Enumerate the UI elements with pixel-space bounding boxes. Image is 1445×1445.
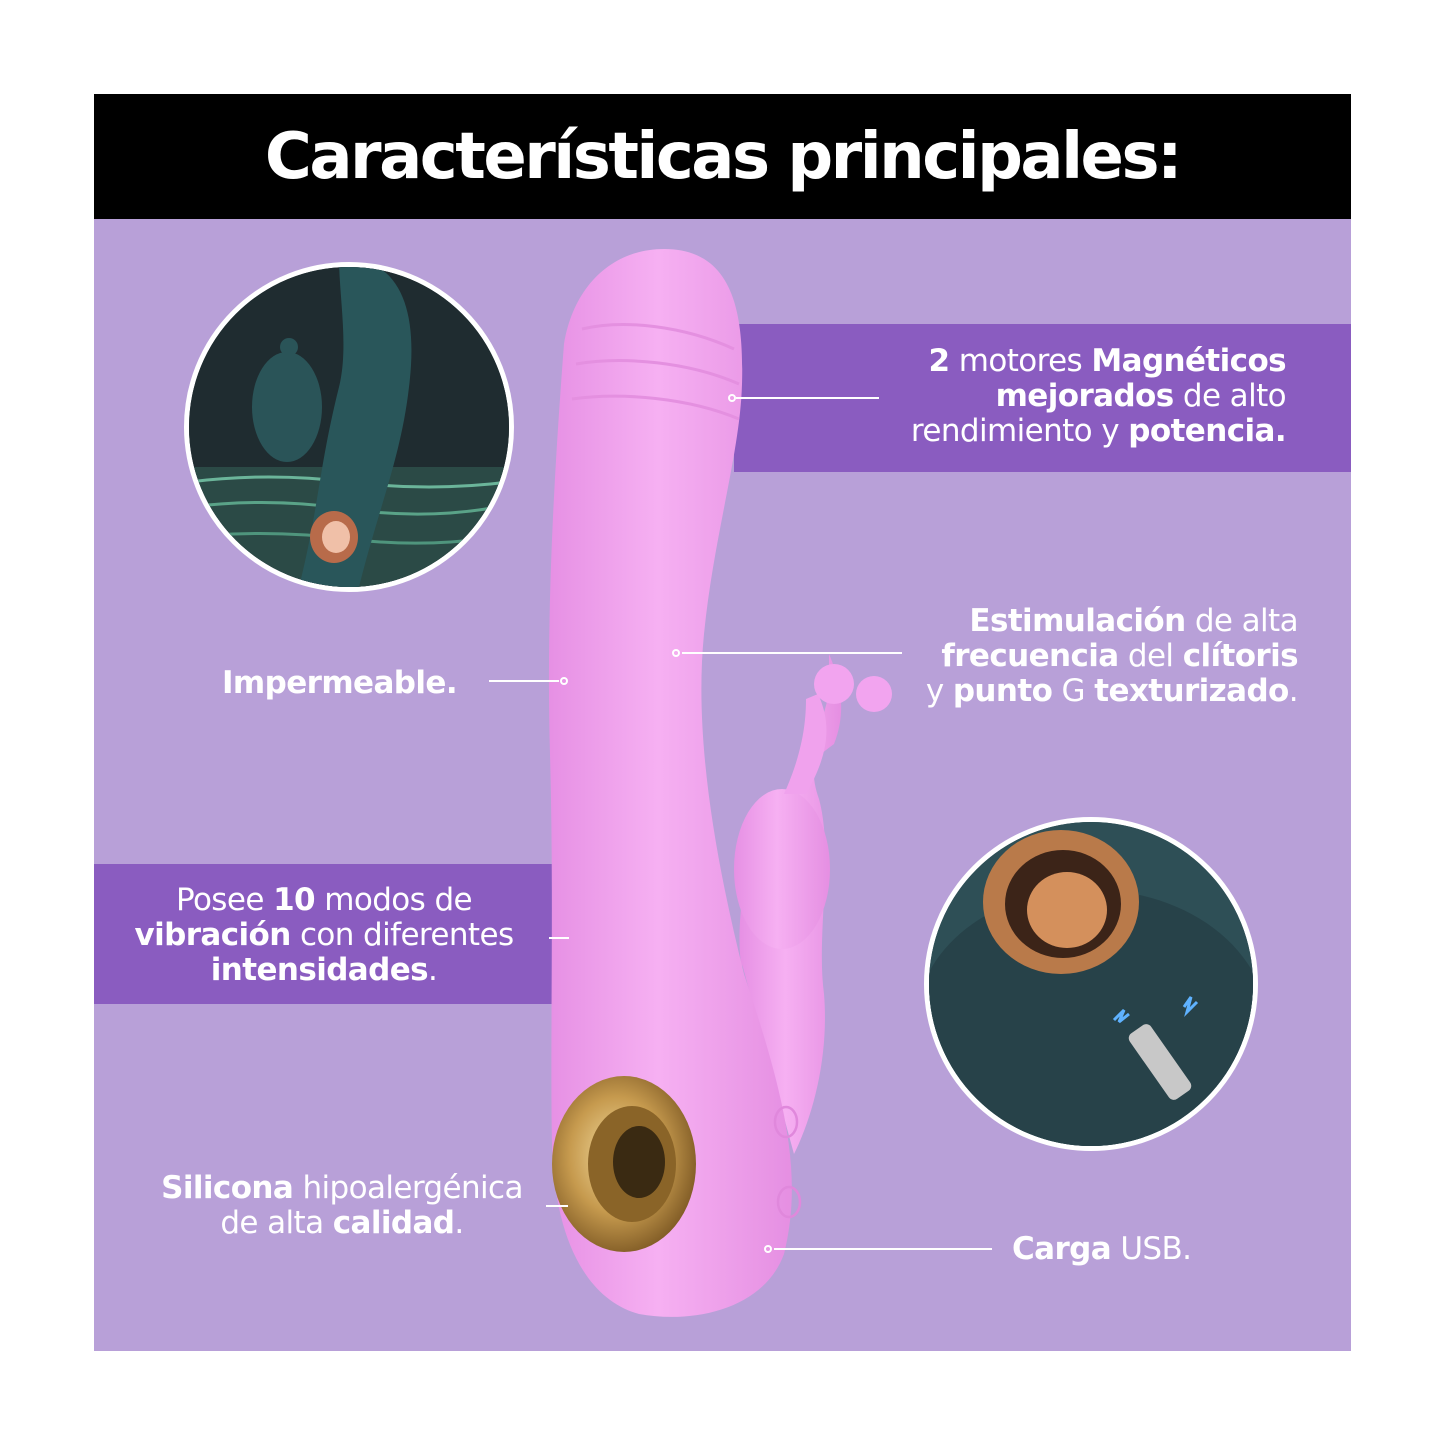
stim-textured: texturizado [1094, 673, 1289, 709]
motors-text: motores [949, 343, 1092, 379]
shaft-ridge [571, 394, 740, 421]
usb-charging-icon [929, 822, 1253, 1146]
feature-motors: 2 motores Magnéticos mejorados de alto r… [804, 343, 1287, 449]
silicone-period: . [454, 1205, 464, 1241]
leader-dot-motors [728, 394, 736, 402]
features-panel: Características principales: [94, 94, 1351, 1351]
feature-silicone: Silicona hipoalergénica de alta calidad. [122, 1171, 562, 1241]
feature-waterproof: Impermeable. [222, 666, 482, 701]
leader-dot-waterproof [560, 677, 568, 685]
modes-with: con diferentes [290, 917, 514, 953]
motors-performance: rendimiento y [910, 413, 1129, 449]
feature-stimulation: Estimulación de alta frecuencia del clít… [814, 603, 1299, 709]
stim-high: de alta [1185, 603, 1299, 639]
waterproof-text: Impermeable. [222, 665, 458, 701]
shaft-ridge [575, 359, 740, 386]
stim-point: punto [952, 673, 1053, 709]
modes-has: Posee [175, 882, 274, 918]
feature-usb: Carga USB. [1012, 1232, 1272, 1267]
silicone-title: Silicona [161, 1170, 294, 1206]
feature-modes: Posee 10 modos de vibración con diferent… [104, 883, 544, 988]
leader-line-usb [774, 1248, 992, 1250]
highlight-band-left [94, 864, 564, 1004]
motors-power: potencia. [1128, 413, 1286, 449]
mode-button [773, 1105, 799, 1139]
waterproof-photo-circle [184, 262, 514, 592]
main-shaft [548, 249, 792, 1317]
motors-improved: mejorados [995, 378, 1175, 414]
stim-of: del [1118, 638, 1183, 674]
leader-dot-usb [764, 1245, 772, 1253]
stim-and: y [925, 673, 953, 709]
silicone-high: de alta [220, 1205, 333, 1241]
motors-magnetic: Magnéticos [1091, 343, 1286, 379]
modes-vibration: vibración [134, 917, 291, 953]
title-bar: Características principales: [94, 94, 1351, 219]
silicone-hypo: hipoalergénica [293, 1170, 523, 1206]
stim-clitoris: clítoris [1182, 638, 1299, 674]
clitoral-tip-left [814, 664, 854, 704]
stim-period: . [1288, 673, 1299, 709]
stim-frequency: frecuencia [941, 638, 1119, 674]
stim-g: G [1052, 673, 1095, 709]
modes-text: modos de [315, 882, 473, 918]
usb-photo-circle [924, 817, 1258, 1151]
motors-count: 2 [928, 343, 951, 379]
leader-line-modes [549, 937, 569, 939]
usb-text: USB. [1111, 1231, 1192, 1267]
motors-high: de alto [1173, 378, 1287, 414]
leader-line-silicone [546, 1205, 568, 1207]
page-title: Características principales: [264, 119, 1183, 194]
stim-title: Estimulación [969, 603, 1186, 639]
clitoral-tip-right [856, 676, 892, 712]
modes-period: . [428, 952, 438, 988]
leader-line-stimulation [682, 652, 902, 654]
modes-intensities: intensidades [210, 952, 429, 988]
product-in-water-icon [189, 267, 509, 587]
clitoral-bulb [734, 789, 830, 949]
product-illustration [548, 249, 892, 1317]
modes-count: 10 [273, 882, 316, 918]
silicone-quality: calidad [332, 1205, 455, 1241]
usb-charge: Carga [1012, 1231, 1112, 1267]
leader-dot-stimulation [672, 649, 680, 657]
shaft-ridge [581, 323, 735, 351]
power-button [776, 1185, 802, 1219]
suction-ring-hole [613, 1126, 665, 1198]
clitoral-stem [784, 694, 827, 794]
leader-line-waterproof [489, 680, 559, 682]
leader-line-motors [736, 397, 879, 399]
